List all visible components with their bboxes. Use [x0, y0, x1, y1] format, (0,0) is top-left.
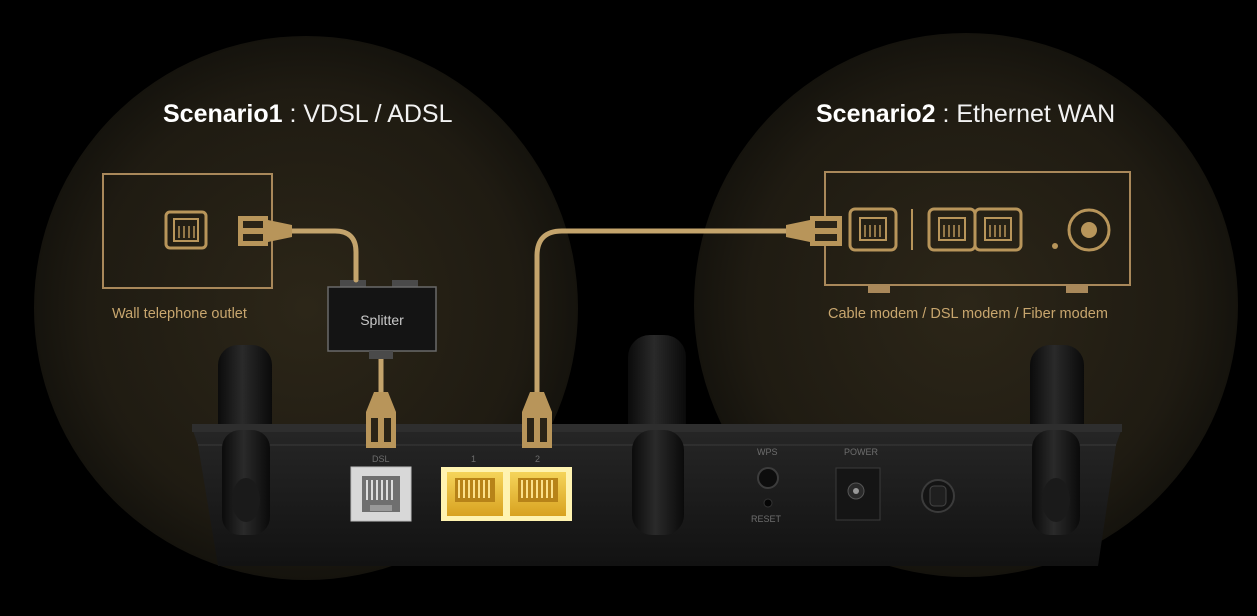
router-power-jack [835, 467, 881, 521]
cable-router-dsl-plug [366, 392, 396, 448]
wps-label: WPS [757, 447, 778, 457]
splitter-label: Splitter [360, 312, 404, 328]
cable-modem-plug [786, 216, 842, 246]
router-dsl-port [350, 466, 412, 522]
scenario2-subtitle: : Ethernet WAN [942, 100, 1116, 128]
router-reset-hole [763, 498, 773, 508]
cable-wall-plug [238, 216, 292, 246]
router-wps-button [757, 467, 779, 489]
wall-outlet-caption: Wall telephone outlet [112, 306, 247, 322]
lan2-port-label: 2 [535, 454, 540, 464]
scenario1-subtitle: : VDSL / ADSL [289, 100, 453, 128]
modem-caption: Cable modem / DSL modem / Fiber modem [828, 306, 1108, 322]
modem-lan-ports [927, 207, 1023, 252]
router-power-button [921, 479, 955, 513]
lan1-port-label: 1 [471, 454, 476, 464]
cable-wall-to-splitter [289, 228, 359, 283]
cable-router-lan-plug [522, 392, 552, 448]
cable-modem-to-router [534, 228, 789, 395]
router-lan-ports [441, 467, 572, 521]
modem-wan-port [848, 207, 898, 252]
scenario1-heading: Scenario1 : VDSL / ADSL [163, 100, 453, 129]
router-port-labels: DSL 1 2 WPS RESET POWER [372, 447, 879, 524]
splitter [327, 280, 437, 359]
dsl-port-label: DSL [372, 454, 390, 464]
scenario2-heading: Scenario2 : Ethernet WAN [816, 100, 1115, 129]
scenario2-title: Scenario2 [816, 100, 936, 128]
reset-label: RESET [751, 514, 782, 524]
power-label: POWER [844, 447, 879, 457]
router [192, 424, 1122, 566]
scenario1-title: Scenario1 [163, 100, 283, 128]
